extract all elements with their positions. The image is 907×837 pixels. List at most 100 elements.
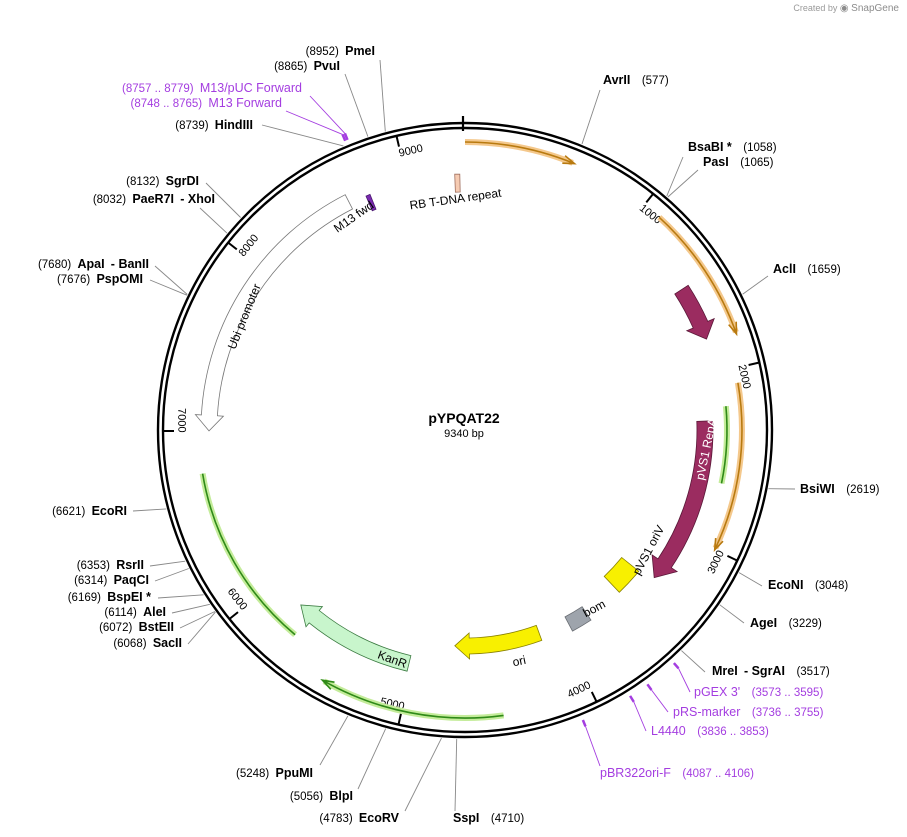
enzyme-label[interactable]: SspI (4710) <box>453 811 524 825</box>
orf-arc-4-line <box>320 679 504 719</box>
snapgene-logo-icon: ◉ <box>839 3 849 14</box>
enzyme-label[interactable]: MreI - SgrAI (3517) <box>712 664 830 678</box>
enzyme-label[interactable]: (8132) SgrDI <box>126 174 199 188</box>
feature-ori[interactable] <box>454 624 543 660</box>
primer-leader-line <box>285 110 343 135</box>
tick-mark <box>645 193 654 204</box>
enzyme-group: (8952) PmeI(8865) PvuI (8739) HindIII (813… <box>38 44 880 825</box>
enzyme-label[interactable]: (7676) PspOMI <box>57 272 143 286</box>
enzyme-label[interactable]: (7680) ApaI - BanII <box>38 257 149 271</box>
enzyme-leader-line <box>738 572 763 587</box>
primer-site-mark <box>646 683 653 691</box>
enzyme-label[interactable]: (8952) PmeI <box>306 44 375 58</box>
enzyme-label[interactable]: (6314) PaqCI <box>74 573 149 587</box>
primer-site-mark <box>672 662 680 670</box>
enzyme-leader-line <box>719 604 745 624</box>
feature-kanr[interactable] <box>300 604 412 672</box>
primer-group: (8757 .. 8779) M13/pUC Forward(8748 .. 8… <box>122 81 824 780</box>
watermark-prefix: Created by <box>793 3 838 13</box>
enzyme-label[interactable]: BsiWI (2619) <box>800 482 880 496</box>
primer-label[interactable]: pBR322ori-F (4087 .. 4106) <box>600 766 754 780</box>
primer-site-mark <box>343 132 349 141</box>
primer-leader-line <box>633 701 647 732</box>
enzyme-label[interactable]: (6621) EcoRI <box>52 504 127 518</box>
backbone-outer-ring <box>156 121 774 739</box>
tick-mark <box>227 241 238 251</box>
enzyme-label[interactable]: BsaBI * (1058) <box>688 140 777 154</box>
enzyme-leader-line <box>261 124 344 147</box>
enzyme-leader-line <box>149 560 186 567</box>
feature-pvs1-repa[interactable] <box>651 420 714 579</box>
orf-arc-2-line <box>658 216 738 337</box>
enzyme-leader-line <box>205 182 241 218</box>
enzyme-leader-line <box>154 265 188 295</box>
plasmid-name: pYPQAT22 <box>428 410 500 426</box>
enzyme-leader-line <box>357 728 387 790</box>
enzyme-label[interactable]: EcoNI (3048) <box>768 578 848 592</box>
enzyme-label[interactable]: (8865) PvuI <box>274 59 340 73</box>
enzyme-leader-line <box>454 738 458 812</box>
orf-arcs <box>199 139 745 722</box>
primer-label[interactable]: pRS-marker (3736 .. 3755) <box>673 705 824 719</box>
feature-rb-tdna-repeat[interactable] <box>454 173 461 193</box>
enzyme-leader-line <box>667 169 699 198</box>
primer-leader-line <box>651 689 669 713</box>
primer-site-mark <box>629 695 635 703</box>
enzyme-label[interactable]: (5248) PpuMI <box>236 766 313 780</box>
feature-ubi-promoter[interactable] <box>194 194 354 432</box>
enzyme-label[interactable]: (6114) AleI <box>104 605 166 619</box>
enzyme-leader-line <box>666 156 684 197</box>
tick-label: 9000 <box>398 142 425 159</box>
enzyme-leader-line <box>149 279 188 296</box>
enzyme-label[interactable]: AvrII (577) <box>603 73 669 87</box>
enzyme-label[interactable]: (6072) BstEII <box>99 620 174 634</box>
enzyme-label[interactable]: AgeI (3229) <box>750 616 822 630</box>
tick-label: 4000 <box>566 679 593 700</box>
feature-label-ori: ori <box>511 653 527 669</box>
plasmid-length: 9340 bp <box>444 428 484 440</box>
orf-arc-1-line <box>464 141 577 165</box>
tick-mark <box>395 135 400 147</box>
enzyme-label[interactable]: (5056) BlpI <box>290 789 353 803</box>
enzyme-label[interactable]: (6353) RsrII <box>77 558 144 572</box>
enzyme-label[interactable]: (6068) SacII <box>113 636 182 650</box>
enzyme-leader-line <box>404 737 442 812</box>
primer-label[interactable]: pGEX 3' (3573 .. 3595) <box>694 685 823 699</box>
primer-label[interactable]: (8757 .. 8779) M13/pUC Forward <box>122 81 302 95</box>
orf-arc-1 <box>464 139 574 166</box>
feature-pvs1-oriv[interactable] <box>603 556 640 593</box>
orf-arc-4 <box>322 678 505 722</box>
enzyme-label[interactable]: AclI (1659) <box>773 262 841 276</box>
feature-bom[interactable] <box>564 606 592 632</box>
feature-group <box>194 173 715 672</box>
enzyme-leader-line <box>379 59 386 132</box>
feature-m13-fwd[interactable] <box>365 193 377 212</box>
enzyme-leader-line <box>132 508 167 512</box>
enzyme-leader-line <box>199 207 228 234</box>
enzyme-label[interactable]: (4783) EcoRV <box>319 811 399 825</box>
enzyme-label[interactable]: PasI (1065) <box>703 155 774 169</box>
feature-pvs1-staa[interactable] <box>674 284 715 340</box>
enzyme-leader-line <box>319 715 349 766</box>
tick-mark <box>748 361 760 366</box>
tick-label: 7000 <box>175 408 187 433</box>
feature-label-bom: bom <box>581 597 608 620</box>
orf-arc-3-line <box>713 382 743 552</box>
enzyme-leader-line <box>157 594 204 599</box>
primer-label[interactable]: L4440 (3836 .. 3853) <box>651 724 769 738</box>
enzyme-label[interactable]: (8739) HindIII <box>175 118 253 132</box>
watermark-brand: SnapGene <box>851 3 899 14</box>
primer-site-mark <box>341 133 347 142</box>
enzyme-leader-line <box>681 650 706 673</box>
primer-leader-line <box>309 95 346 134</box>
orf-arc-6-line <box>720 406 728 484</box>
snapgene-watermark: Created by ◉ SnapGene <box>793 3 899 14</box>
enzyme-leader-line <box>171 603 211 614</box>
orf-arc-5-line <box>201 473 296 636</box>
enzyme-label[interactable]: (6169) BspEI * <box>68 590 151 604</box>
enzyme-label[interactable]: (8032) PaeR7I - XhoI <box>93 192 215 206</box>
primer-label[interactable]: (8748 .. 8765) M13 Forward <box>131 96 283 110</box>
tick-label: 3000 <box>706 549 727 576</box>
tick-mark <box>590 691 598 703</box>
